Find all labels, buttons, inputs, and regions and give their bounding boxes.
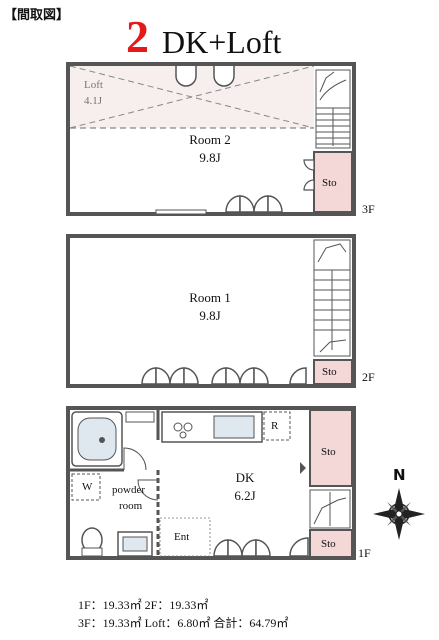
walls-3f (66, 62, 356, 216)
bath-door (123, 447, 147, 471)
shower (125, 411, 155, 423)
area-summary-line2: 3F：19.33㎡ Loft：6.80㎡ 合計：64.79㎡ (78, 616, 289, 630)
floor-2f-label: 2F (362, 370, 375, 384)
loft-name: Loft (84, 79, 103, 91)
dk-doors (213, 537, 309, 557)
storage-1f-top-label: Sto (321, 446, 336, 458)
storage-1f-bottom-label: Sto (321, 538, 336, 550)
storage-1f-bottom (309, 529, 353, 559)
floor-3f-label: 3F (362, 202, 375, 216)
toilet-tank (81, 547, 103, 557)
intercom-icon (300, 462, 306, 474)
stairs-3f (315, 69, 351, 149)
layout-number: 2 (126, 11, 149, 62)
storage-door-3f (303, 159, 315, 191)
vanity-basin (122, 536, 148, 552)
walls-1f (66, 406, 356, 560)
entrance-area (159, 517, 211, 557)
kitchen-sink (213, 415, 255, 439)
storage-1f-top (309, 409, 353, 487)
stairs-1f (309, 489, 351, 529)
window-3f (155, 209, 207, 215)
entrance-label: Ent (174, 531, 190, 543)
stairs-2f (313, 239, 351, 357)
powder-room-label-2: room (119, 500, 143, 512)
drain-icon (99, 437, 105, 443)
walls-2f (66, 234, 356, 388)
dk-size: 6.2J (234, 488, 256, 503)
loft-diagonal (69, 65, 315, 129)
closet-doors-2f (141, 367, 307, 385)
floor-1f-label: 1F (358, 546, 371, 560)
stove-burner-icon (173, 422, 183, 432)
layout-type: DK+Loft (162, 24, 282, 60)
compass-icon (373, 488, 425, 540)
storage-3f-label: Sto (322, 177, 337, 189)
fridge-label: R (271, 420, 279, 432)
washer-label: W (82, 481, 93, 493)
dk-name: DK (235, 470, 255, 485)
compass-north-label: N (393, 466, 406, 484)
room-1-name: Room 1 (189, 290, 231, 305)
room-1-size: 9.8J (199, 308, 221, 323)
stove-burner-icon (183, 422, 193, 432)
floor-1 (66, 406, 356, 560)
bathtub-basin (77, 417, 117, 461)
loft-size: 4.1J (84, 95, 103, 107)
fridge-space (263, 411, 291, 441)
area-summary-line1: 1F：19.33㎡ 2F：19.33㎡ (78, 598, 209, 612)
floor-2 (66, 234, 356, 388)
stove-burner-icon (179, 431, 187, 439)
powder-room-label-1: powder (112, 484, 145, 496)
storage-2f-label: Sto (322, 366, 337, 378)
closet-doors-3f (225, 195, 283, 213)
room-2-name: Room 2 (189, 132, 231, 147)
top-windows-3f (175, 66, 235, 87)
floor-3 (66, 62, 356, 216)
washer-space (71, 473, 101, 501)
powder-door (137, 479, 159, 501)
room-2-size: 9.8J (199, 150, 221, 165)
header-tag: 【間取図】 (4, 8, 70, 23)
